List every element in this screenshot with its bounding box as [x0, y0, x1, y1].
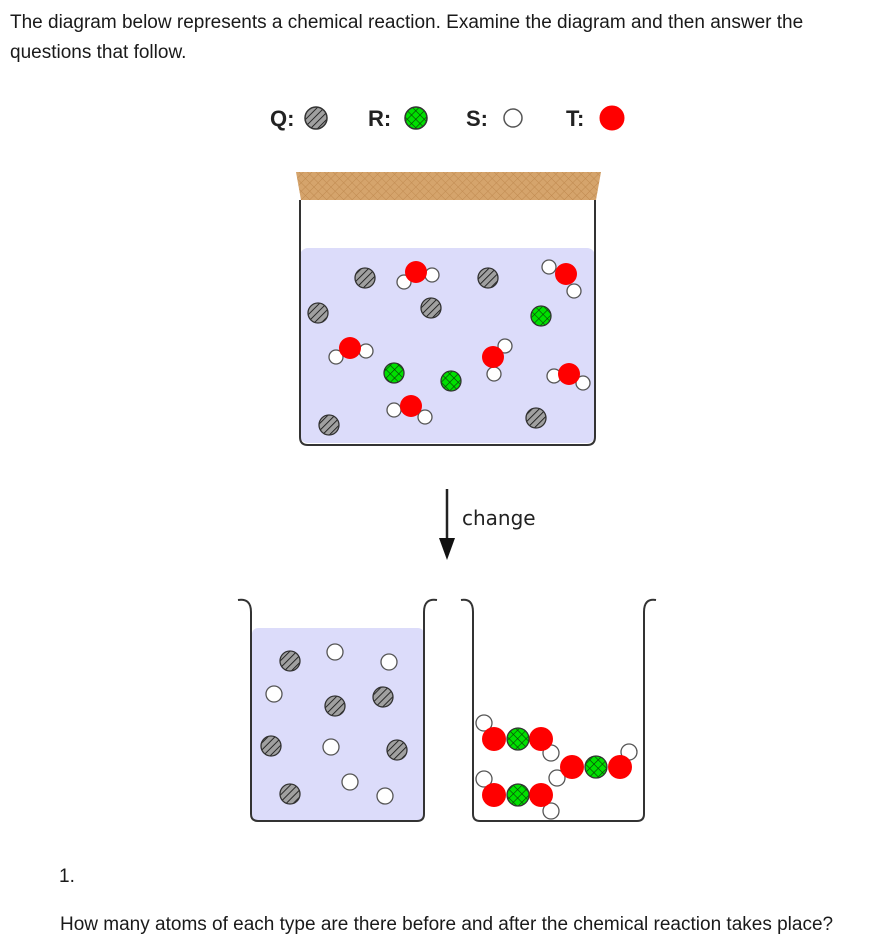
after-left-container	[237, 598, 438, 822]
intro-text: The diagram below represents a chemical …	[10, 12, 804, 63]
r-atom	[383, 362, 405, 384]
after-left-beaker-outline	[237, 598, 438, 822]
after-right-container	[460, 598, 657, 822]
q-atom	[525, 407, 547, 429]
q-atom	[260, 735, 282, 757]
s-atom	[326, 643, 344, 661]
s-atom-icon	[503, 108, 523, 128]
q-atom-icon	[304, 106, 328, 130]
before-molecules	[328, 259, 591, 425]
arrow-label: change	[462, 506, 536, 530]
molecule	[396, 261, 440, 290]
before-container	[296, 172, 601, 446]
after-right-beaker-outline	[460, 598, 657, 822]
before-q-atoms	[307, 267, 547, 436]
after-right-molecules	[475, 714, 638, 820]
s-atom	[376, 787, 394, 805]
molecule	[546, 363, 591, 391]
molecule	[386, 395, 433, 425]
before-lid	[296, 172, 601, 200]
before-beaker-outline	[299, 200, 596, 446]
q-atom	[372, 686, 394, 708]
after-left-q-atoms	[260, 650, 408, 805]
s-atom	[322, 738, 340, 756]
q-atom	[279, 650, 301, 672]
legend-s-label: S:	[466, 106, 488, 131]
change-arrow: change	[439, 489, 536, 560]
legend-r: R:	[368, 106, 428, 131]
molecule	[475, 770, 560, 820]
q-atom	[318, 414, 340, 436]
legend-t: T:	[566, 105, 625, 131]
after-left-s-atoms	[265, 643, 398, 805]
molecule	[328, 337, 374, 365]
legend-t-label: T:	[566, 106, 584, 131]
q-atom	[420, 297, 442, 319]
molecule	[548, 743, 638, 787]
after-left-liquid	[252, 628, 424, 821]
legend-s: S:	[466, 106, 523, 131]
before-r-atoms	[383, 305, 552, 392]
s-atom	[341, 773, 359, 791]
q-atom	[279, 783, 301, 805]
t-atom-icon	[599, 105, 625, 131]
legend-q: Q:	[270, 106, 328, 131]
legend-q-label: Q:	[270, 106, 294, 131]
q-atom	[477, 267, 499, 289]
question-text: How many atoms of each type are there be…	[60, 914, 834, 935]
molecule	[475, 714, 560, 762]
s-atom	[380, 653, 398, 671]
arrow-head-icon	[439, 538, 455, 560]
legend-r-label: R:	[368, 106, 391, 131]
q-atom	[354, 267, 376, 289]
s-atom	[265, 685, 283, 703]
legend: Q: R: S: T:	[270, 105, 625, 131]
r-atom	[440, 370, 462, 392]
before-liquid	[300, 248, 595, 443]
q-atom	[307, 302, 329, 324]
question-number: 1.	[59, 866, 75, 887]
molecule	[482, 338, 513, 382]
molecule	[541, 259, 582, 299]
q-atom	[324, 695, 346, 717]
r-atom-icon	[404, 106, 428, 130]
r-atom	[530, 305, 552, 327]
q-atom	[386, 739, 408, 761]
